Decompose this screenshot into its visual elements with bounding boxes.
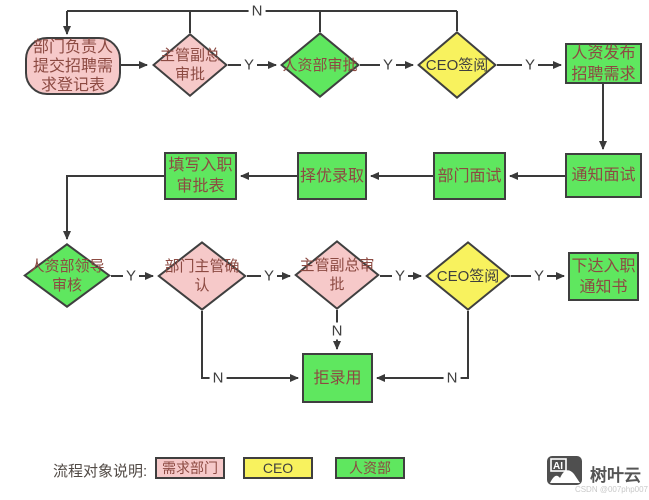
node-publish-need: 人资发布招聘需求 xyxy=(565,43,642,84)
diamond-shape xyxy=(425,241,511,311)
node-label: CEO签阅 xyxy=(436,267,500,285)
edge-fillform-hrleader xyxy=(63,175,164,240)
node-ceo-review-1: CEO签阅 xyxy=(417,31,497,99)
diamond-shape xyxy=(294,240,380,310)
node-ceo-review-2: CEO签阅 xyxy=(425,241,511,311)
edge-label-yes: Y xyxy=(521,56,539,74)
diamond-shape xyxy=(417,31,497,99)
legend-title: 流程对象说明: xyxy=(53,463,148,480)
node-merit-hire: 择优录取 xyxy=(297,152,367,200)
node-vp-approve-2: 主管副总审批 xyxy=(294,240,380,310)
legend-item-demand-dept: 需求部门 xyxy=(155,457,225,479)
watermark-logo-icon: AI xyxy=(547,456,582,485)
legend-item-hr: 人资部 xyxy=(335,457,405,479)
node-label: 人资部审批 xyxy=(282,56,358,74)
diamond-shape xyxy=(23,243,111,308)
node-dept-interview: 部门面试 xyxy=(433,152,506,200)
edge-label-no: N xyxy=(328,322,346,340)
edge-label-yes: Y xyxy=(391,267,409,285)
diamond-shape xyxy=(280,32,360,98)
edge-ceo2-reject xyxy=(376,311,469,382)
node-dept-mgr-confirm: 部门主管确认 xyxy=(157,241,247,311)
node-label: 部门主管确认 xyxy=(164,258,240,294)
svg-text:AI: AI xyxy=(553,461,563,472)
node-hr-approve: 人资部审批 xyxy=(280,32,360,98)
edge-label-yes: Y xyxy=(530,267,548,285)
edge-label-yes: Y xyxy=(379,56,397,74)
node-hr-leader-review: 人资部领导审核 xyxy=(23,243,111,308)
node-label: 主管副总审批 xyxy=(159,47,220,83)
edge-label-yes: Y xyxy=(260,267,278,285)
edge-label-no: N xyxy=(248,2,266,20)
node-offer-notice: 下达入职通知书 xyxy=(568,252,639,301)
diamond-shape xyxy=(157,241,247,311)
node-vp-approve-1: 主管副总审批 xyxy=(152,33,228,97)
node-fill-entry-form: 填写入职审批表 xyxy=(164,152,237,200)
node-start: 部门负责人提交招聘需求登记表 xyxy=(25,37,121,95)
edge-label-no: N xyxy=(209,369,227,387)
node-label: CEO签阅 xyxy=(425,56,489,74)
watermark-brand-text: 树叶云 xyxy=(590,466,641,485)
watermark-credit-text: CSDN @007php007 xyxy=(574,485,648,494)
node-notify-interview: 通知面试 xyxy=(565,153,642,198)
node-label: 人资部领导审核 xyxy=(29,257,105,294)
diamond-shape xyxy=(152,33,228,97)
node-reject: 拒录用 xyxy=(302,353,373,403)
node-label: 主管副总审批 xyxy=(299,257,375,293)
edge-label-no: N xyxy=(443,369,461,387)
edge-label-yes: Y xyxy=(240,56,258,74)
edge-label-yes: Y xyxy=(122,267,140,285)
legend-item-ceo: CEO xyxy=(243,457,313,479)
edge-deptmgr-reject xyxy=(201,311,299,382)
